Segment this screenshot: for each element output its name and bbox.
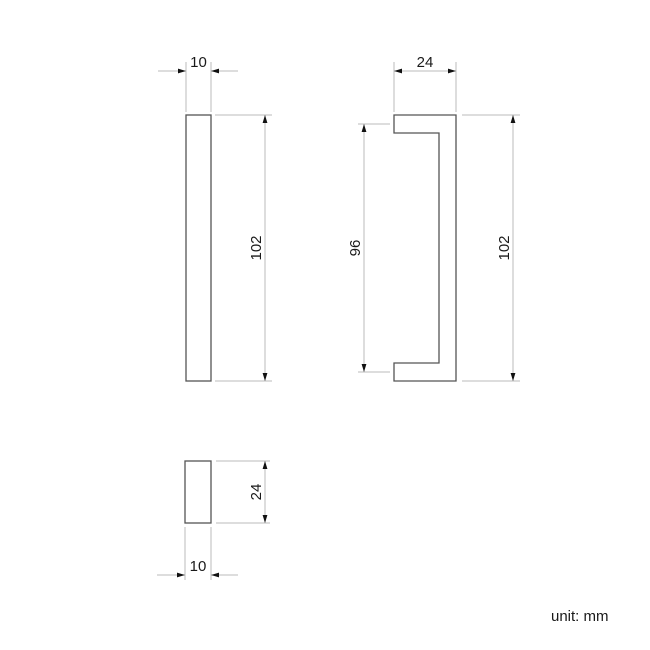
unit-label: unit: mm — [551, 608, 609, 625]
end-view-outline — [184, 460, 212, 524]
front-view: 24 96 102 — [347, 54, 520, 382]
front-width-label: 24 — [417, 54, 434, 71]
side-view: 10 102 — [158, 54, 272, 382]
side-view-outline — [185, 114, 212, 382]
end-height-label: 24 — [248, 484, 265, 501]
front-height-label: 102 — [496, 235, 513, 260]
end-view: 24 10 — [157, 460, 270, 580]
handle-outline — [393, 114, 457, 382]
front-inner-height-label: 96 — [347, 240, 364, 257]
end-width-label: 10 — [190, 558, 207, 575]
side-height-label: 102 — [248, 235, 265, 260]
side-width-label: 10 — [190, 54, 207, 71]
